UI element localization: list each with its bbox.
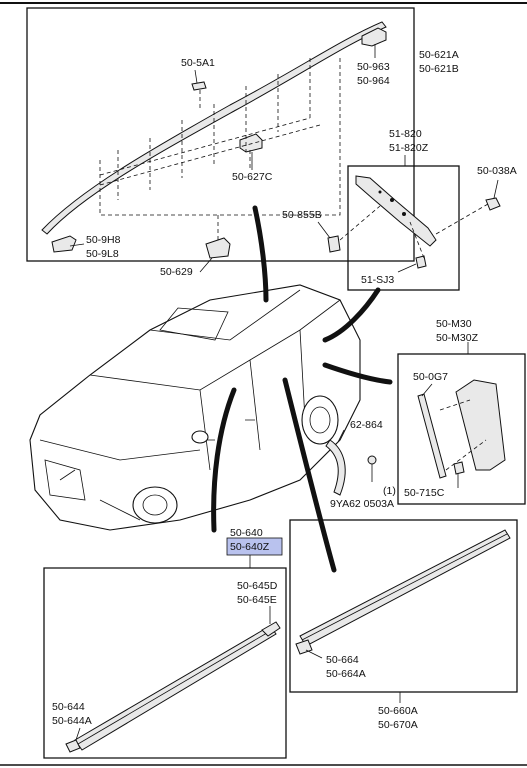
molding-644-part: [74, 625, 277, 751]
label-clip-664: 50-664: [326, 654, 359, 666]
car-body: [29, 284, 361, 531]
label-molding-670a: 50-670A: [378, 719, 418, 731]
label-screw-qty: (1): [383, 485, 396, 497]
front-door-molding-group: 50-640 50-640Z 50-645D 50-645E 50-644 50…: [43, 527, 287, 759]
clip-715c-part: [453, 461, 465, 475]
label-molding-640z: 50-640Z: [230, 541, 270, 553]
label-molding-640: 50-640: [230, 527, 263, 539]
label-clip-645d: 50-645D: [237, 580, 278, 592]
label-clip-645e: 50-645E: [237, 594, 277, 606]
label-molding-660a: 50-660A: [378, 705, 418, 717]
label-clip-629: 50-629: [160, 266, 193, 278]
seal-0g7-part: [417, 393, 447, 479]
label-trim-820: 51-820: [389, 128, 422, 140]
label-rail-a: 50-621A: [419, 49, 459, 61]
label-trim-820z: 51-820Z: [389, 142, 429, 154]
rear-door-molding-group: 50-664 50-664A 50-660A 50-670A: [289, 519, 518, 731]
clip-664-part: [295, 639, 313, 655]
cover-5a1-part: [191, 81, 207, 91]
quarter-garnish-frame: [397, 353, 526, 505]
label-garnish-m30z: 50-M30Z: [436, 332, 479, 344]
label-garnish-m30: 50-M30: [436, 318, 472, 330]
clip-sj3-part: [415, 255, 427, 269]
quarter-garnish-group: 50-M30 50-M30Z 50-0G7 50-715C: [397, 318, 526, 505]
rear-door-molding-frame: [289, 519, 518, 693]
label-clip-627c: 50-627C: [232, 171, 273, 183]
rear-trim-frame: [347, 165, 460, 291]
label-end-cover-a: 50-963: [357, 61, 390, 73]
label-clip-sj3: 51-SJ3: [361, 274, 394, 286]
roof-rail-group: 50-621A 50-621B 50-963 50-964 50-5A1 50-…: [26, 7, 459, 278]
roof-rail: [41, 21, 387, 235]
clip-627c-part: [239, 133, 263, 153]
clip-855b-part: [327, 235, 341, 253]
bolt-038a-part: [485, 197, 501, 211]
label-cover-9h8: 50-9H8: [86, 234, 121, 246]
clip-645-part: [261, 621, 281, 637]
label-molding-644: 50-644: [52, 701, 85, 713]
end-cover-top: [361, 27, 387, 47]
vehicle-illustration: [29, 284, 361, 531]
molding-660a-part: [299, 529, 511, 647]
rear-trim-group: 51-820 51-820Z 50-038A 50-855B 51-SJ3: [282, 128, 517, 291]
label-clip-855b: 50-855B: [282, 209, 322, 221]
label-bolt-038a: 50-038A: [477, 165, 517, 177]
wheel-guard-group: 62-864 (1) 9YA62 0503A: [325, 419, 396, 510]
label-clip-715c: 50-715C: [404, 487, 445, 499]
label-rail-b: 50-621B: [419, 63, 459, 75]
label-cover-9l8: 50-9L8: [86, 248, 119, 260]
highlight-640z: [226, 537, 283, 556]
label-screw-ref: 9YA62 0503A: [330, 498, 394, 510]
label-end-cover-b: 50-964: [357, 75, 390, 87]
label-guard-864: 62-864: [350, 419, 383, 431]
label-molding-644a: 50-644A: [52, 715, 92, 727]
screw-part: [367, 455, 377, 465]
label-seal-0g7: 50-0G7: [413, 371, 448, 383]
clip-end-part: [65, 739, 81, 753]
rear-trim-part: [355, 175, 437, 247]
garnish-m30-part: [455, 379, 506, 471]
wheel-guard-part: [325, 439, 346, 496]
label-cover-5a1: 50-5A1: [181, 57, 215, 69]
label-clip-664a: 50-664A: [326, 668, 366, 680]
end-cover-front: [51, 235, 77, 253]
roof-rail-frame: [26, 7, 415, 262]
clip-629-part: [205, 237, 231, 259]
